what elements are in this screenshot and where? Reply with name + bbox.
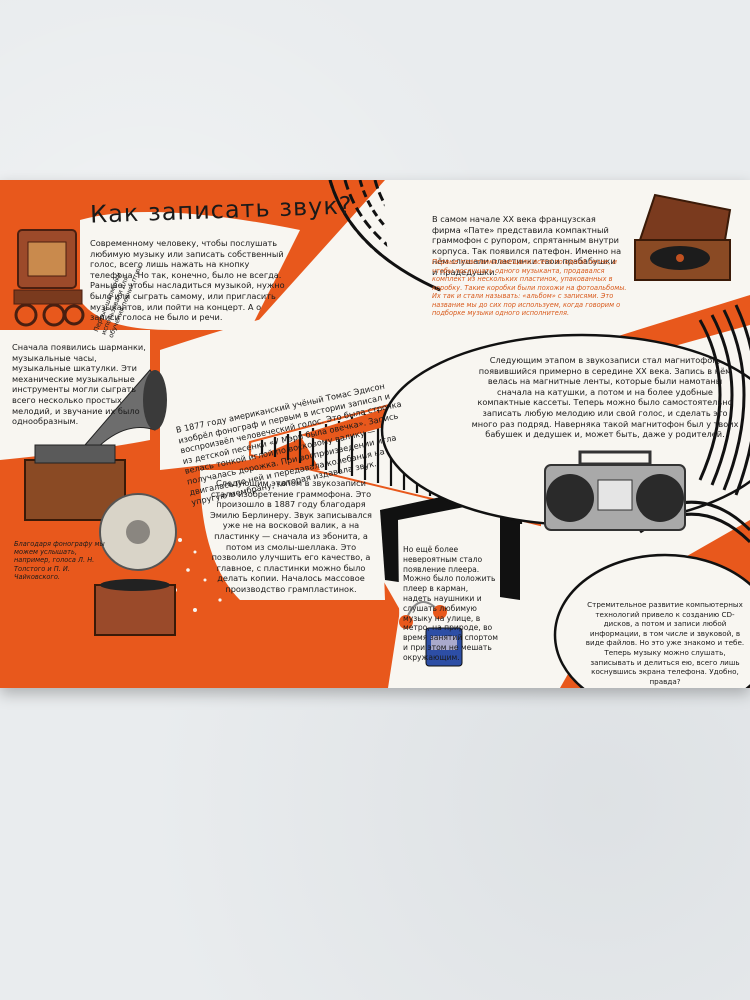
- pathe-note: Первые пластинки вмещали всего по одной …: [432, 258, 627, 317]
- digital-bubble: [553, 553, 750, 688]
- digital-text: Стремительное развитие компьютерных техн…: [585, 600, 745, 686]
- white-shape-phonograph: [160, 310, 420, 470]
- white-shape-intro: [80, 212, 300, 330]
- mechanical-text: Сначала появились шарманки, музыкальные …: [12, 342, 146, 427]
- pathe-text: В самом начале XX века французская фирма…: [432, 214, 622, 277]
- tape-text: Следующим этапом в звукозаписи стал магн…: [471, 355, 739, 440]
- player-text: Но ещё более невероятным стало появление…: [403, 545, 499, 662]
- book-spread: Как записать звук? Современному человеку…: [0, 180, 750, 688]
- patefon-illustration: [634, 193, 732, 281]
- disc-edge: [328, 180, 441, 292]
- boombox-illustration: [544, 450, 686, 531]
- gramophone-text: Следующим этапом в звукозаписи стало изо…: [210, 478, 372, 594]
- cassette-player-illustration: [399, 601, 463, 667]
- phonograph-caption: Благодаря фонографу мы можем услышать, н…: [14, 540, 105, 581]
- white-shape-gramophone: [200, 470, 385, 600]
- gramophone-illustration: [94, 493, 177, 636]
- barrel-organ-illustration: [13, 229, 85, 327]
- phonograph-illustration: [24, 369, 167, 521]
- white-shape-player: [398, 500, 500, 680]
- intro-text: Современному человеку, чтобы послушать л…: [90, 238, 285, 323]
